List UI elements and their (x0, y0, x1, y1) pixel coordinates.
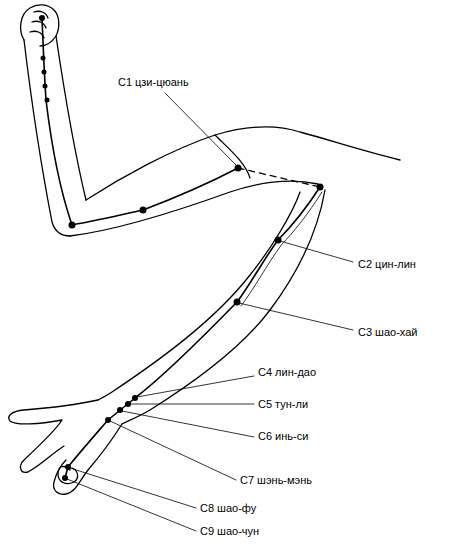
acupoint (69, 222, 76, 229)
point-label: С1 цзи-цюань (118, 76, 189, 89)
leader-line (110, 421, 236, 480)
point-label: С8 шао-фу (200, 502, 256, 515)
acupoint (140, 207, 147, 214)
meridian-line (42, 18, 238, 225)
acupoint (105, 417, 111, 423)
meridian-dashed-line (238, 168, 320, 187)
point-label: С6 инь-си (258, 430, 308, 443)
acupoint (39, 15, 45, 21)
leader-line (122, 411, 254, 437)
point-label: С3 шао-хай (358, 326, 417, 339)
acupoints (39, 15, 324, 481)
acupoint (125, 401, 131, 407)
fist-outline (21, 5, 59, 46)
acupoint (43, 84, 48, 89)
leader-line (130, 404, 254, 405)
point-label: С2 цин-лин (358, 258, 416, 271)
shoulder-outline (86, 127, 400, 200)
acupoint (132, 395, 138, 401)
point-label: С4 лин-дао (258, 366, 316, 379)
meridian-line (65, 187, 320, 478)
point-label: С7 шэнь-мэнь (240, 474, 312, 487)
leader-line (67, 479, 196, 531)
arm-outline (122, 190, 325, 424)
acupoint (317, 184, 324, 191)
leader-line (239, 303, 353, 330)
finger-lines (30, 11, 48, 38)
acupoint (41, 56, 46, 61)
acupoint (42, 70, 47, 75)
leader-line (280, 241, 353, 262)
meridian-line (241, 192, 322, 306)
point-label: С5 тун-ли (258, 398, 308, 411)
acupoint (65, 464, 71, 470)
acupoint (275, 237, 282, 244)
leader-line (165, 93, 236, 165)
acupoint (45, 98, 50, 103)
forearm-outline (56, 36, 86, 200)
forearm-outline (24, 40, 70, 236)
acupoint (235, 165, 242, 172)
hand-outline (54, 424, 122, 494)
acupoint (234, 299, 241, 306)
acupoint (117, 407, 123, 413)
point-label: С9 шао-чун (200, 525, 259, 538)
acupoint (62, 475, 68, 481)
leader-line (137, 376, 254, 397)
hand-outline (9, 400, 98, 472)
